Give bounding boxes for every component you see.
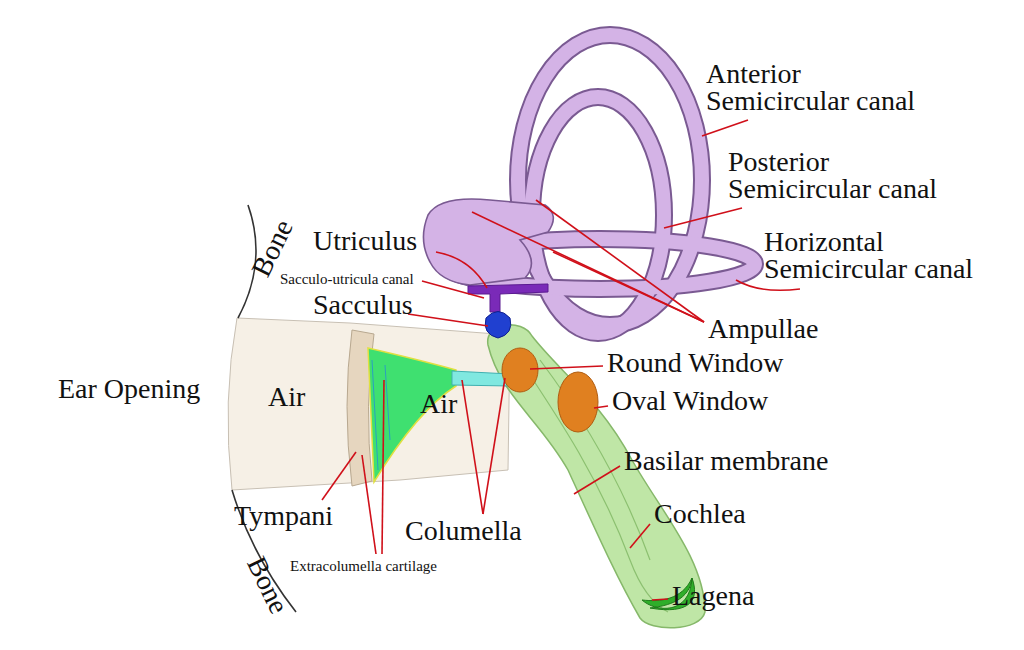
bone-label: Bone bbox=[247, 216, 297, 281]
part-label: Utriculus bbox=[313, 227, 417, 254]
region-label: Air bbox=[268, 383, 305, 410]
canal-label: Horizontal Semicircular canal bbox=[764, 228, 989, 282]
sacculus bbox=[485, 312, 511, 339]
canal-label: Anterior Semicircular canal bbox=[706, 60, 931, 114]
part-label: Sacculus bbox=[313, 291, 413, 318]
part-label: Cochlea bbox=[654, 500, 746, 527]
part-label: Lagena bbox=[672, 582, 754, 609]
ear-canal bbox=[228, 318, 510, 490]
round-window bbox=[502, 348, 538, 392]
oval-window bbox=[558, 372, 598, 432]
bone-label: Bone bbox=[243, 553, 293, 618]
part-label: Basilar membrane bbox=[624, 447, 828, 474]
part-label: Oval Window bbox=[612, 387, 768, 414]
part-label: Sacculo-utricula canal bbox=[280, 271, 414, 288]
part-label: Columella bbox=[405, 517, 522, 544]
columella-rod bbox=[452, 371, 510, 386]
part-label: Tympani bbox=[234, 502, 333, 529]
part-label: Extracolumella cartilage bbox=[290, 558, 437, 575]
part-label: Round Window bbox=[607, 349, 783, 376]
part-label: Ampullae bbox=[708, 315, 818, 342]
region-label: Ear Opening bbox=[58, 375, 200, 402]
canal-label: Posterior Semicircular canal bbox=[728, 148, 953, 202]
sacculo-utricula-canal bbox=[468, 284, 548, 312]
cartilage-detail bbox=[372, 360, 390, 470]
region-label: Air bbox=[420, 390, 457, 417]
